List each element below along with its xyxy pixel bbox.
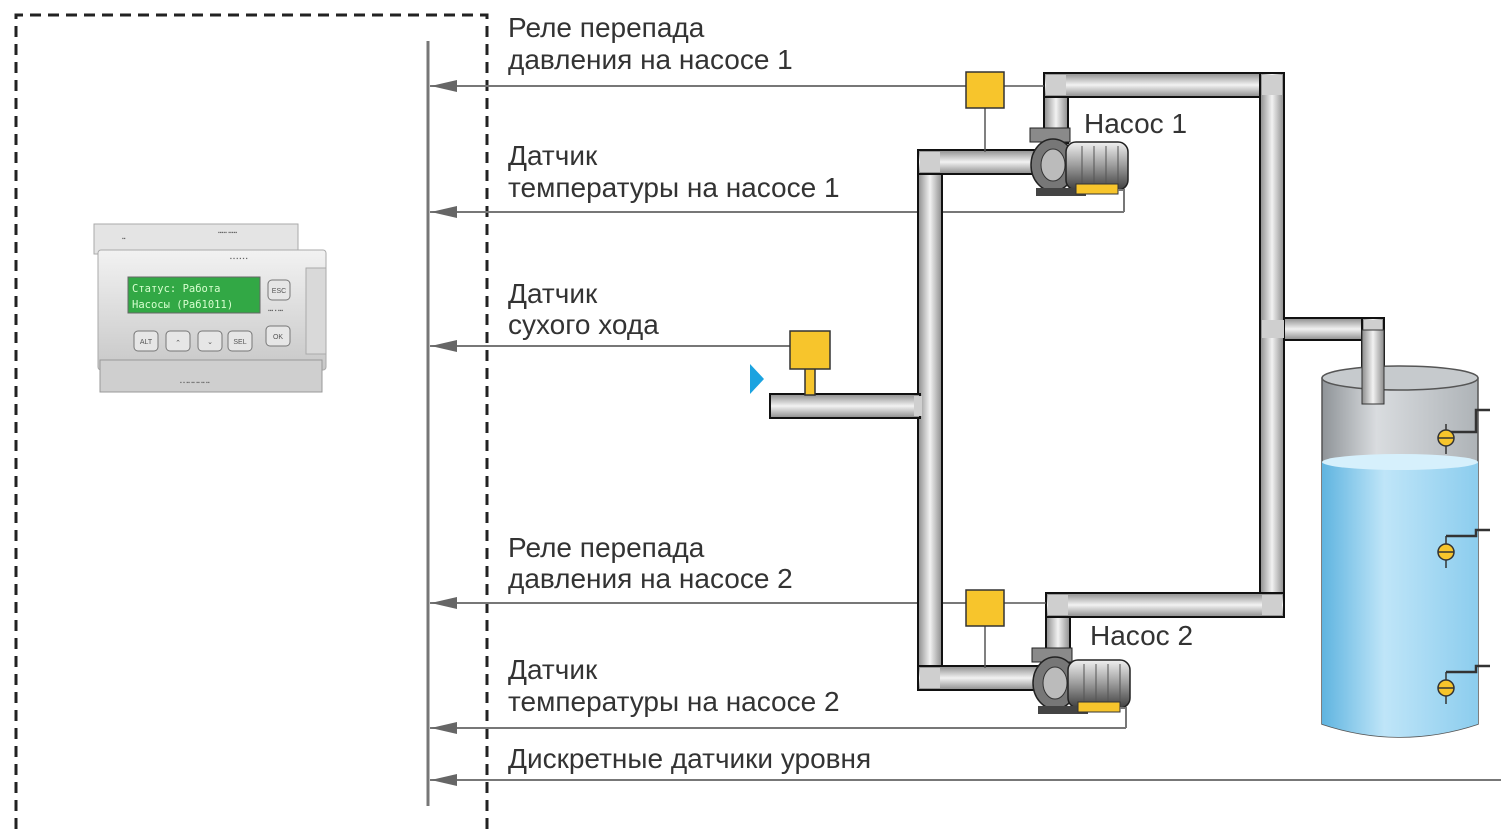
pump-2 <box>1031 647 1131 728</box>
label-pressure-relay-2-line2: давления на насосе 2 <box>508 563 793 594</box>
dry-run-sensor <box>789 330 831 396</box>
signal-arrows <box>431 80 457 786</box>
plc-alt-button[interactable]: ALT <box>133 330 159 352</box>
label-temp-sensor-2-line2: температуры на насосе 2 <box>508 686 840 717</box>
arrow-pressure-2 <box>431 597 457 609</box>
label-dry-run-line2: сухого хода <box>508 309 659 340</box>
water-tank <box>1321 329 1479 738</box>
plc-controller: ▪▪▪▪▪ ▪▪▪▪▪ ▪ ▪ ▪ ▪ ▪ ▪ ▪▪ Статус: Работ… <box>93 223 327 393</box>
plc-down-button[interactable]: ⌄ <box>197 330 223 352</box>
arrow-level <box>431 774 457 786</box>
water <box>1322 462 1478 737</box>
level-switch-middle <box>1437 528 1490 568</box>
arrow-dry-run <box>431 340 457 352</box>
svg-text:▪▪: ▪▪ <box>122 236 126 242</box>
level-switches <box>1437 408 1490 704</box>
inlet-flow-arrow <box>750 364 764 394</box>
pump-1 <box>1029 127 1129 212</box>
pressure-relay-2 <box>965 589 1046 668</box>
svg-text:OK: OK <box>273 334 283 341</box>
svg-text:ESC: ESC <box>272 288 286 295</box>
plc-sel-button[interactable]: SEL <box>227 330 253 352</box>
temp-probe-wire-2 <box>1120 707 1127 728</box>
label-pump-2: Насос 2 <box>1090 620 1194 651</box>
svg-text:▪ ▪ ▪▪ ▪▪ ▪▪ ▪▪ ▪▪: ▪ ▪ ▪▪ ▪▪ ▪▪ ▪▪ ▪▪ <box>180 380 210 386</box>
label-pump-1: Насос 1 <box>1084 108 1188 139</box>
svg-text:ALT: ALT <box>140 339 153 346</box>
controller-boundary <box>14 13 489 829</box>
label-pressure-relay-2-line1: Реле перепада <box>508 532 705 563</box>
arrow-pressure-1 <box>431 80 457 92</box>
label-temp-sensor-2-line1: Датчик <box>508 654 598 685</box>
plc-up-button[interactable]: ⌃ <box>165 330 191 352</box>
chevron-down-icon: ⌄ <box>207 339 213 346</box>
plc-display-line1: Статус: Работа <box>132 283 221 295</box>
arrow-temp-2 <box>431 722 457 734</box>
plc-esc-button[interactable]: ESC <box>267 279 291 301</box>
svg-text:▪▪▪ ▪ ▪▪▪: ▪▪▪ ▪ ▪▪▪ <box>268 308 283 314</box>
level-switch-top <box>1437 408 1490 454</box>
plc-ok-button[interactable]: OK <box>265 325 291 347</box>
label-temp-sensor-1-line2: температуры на насосе 1 <box>508 172 840 203</box>
plc-display-line2: Насосы (Раб1011) <box>132 299 233 311</box>
pressure-relay-1 <box>965 71 1044 152</box>
pipe-network <box>769 72 1385 691</box>
signal-lines <box>430 85 1501 781</box>
label-pressure-relay-1-line2: давления на насосе 1 <box>508 44 793 75</box>
label-dry-run-line1: Датчик <box>508 278 598 309</box>
level-switch-bottom <box>1437 664 1490 704</box>
svg-text:SEL: SEL <box>233 339 246 346</box>
label-temp-sensor-1-line1: Датчик <box>508 140 598 171</box>
temp-probe-wire-1 <box>1118 189 1125 212</box>
chevron-up-icon: ⌃ <box>175 339 181 347</box>
svg-text:▪▪▪▪▪ ▪▪▪▪▪: ▪▪▪▪▪ ▪▪▪▪▪ <box>218 230 237 236</box>
plc-display <box>127 276 261 314</box>
svg-text:▪ ▪ ▪ ▪ ▪ ▪: ▪ ▪ ▪ ▪ ▪ ▪ <box>230 256 248 262</box>
label-level-sensors: Дискретные датчики уровня <box>508 743 872 774</box>
arrow-temp-1 <box>431 206 457 218</box>
label-pressure-relay-1-line1: Реле перепада <box>508 12 705 43</box>
